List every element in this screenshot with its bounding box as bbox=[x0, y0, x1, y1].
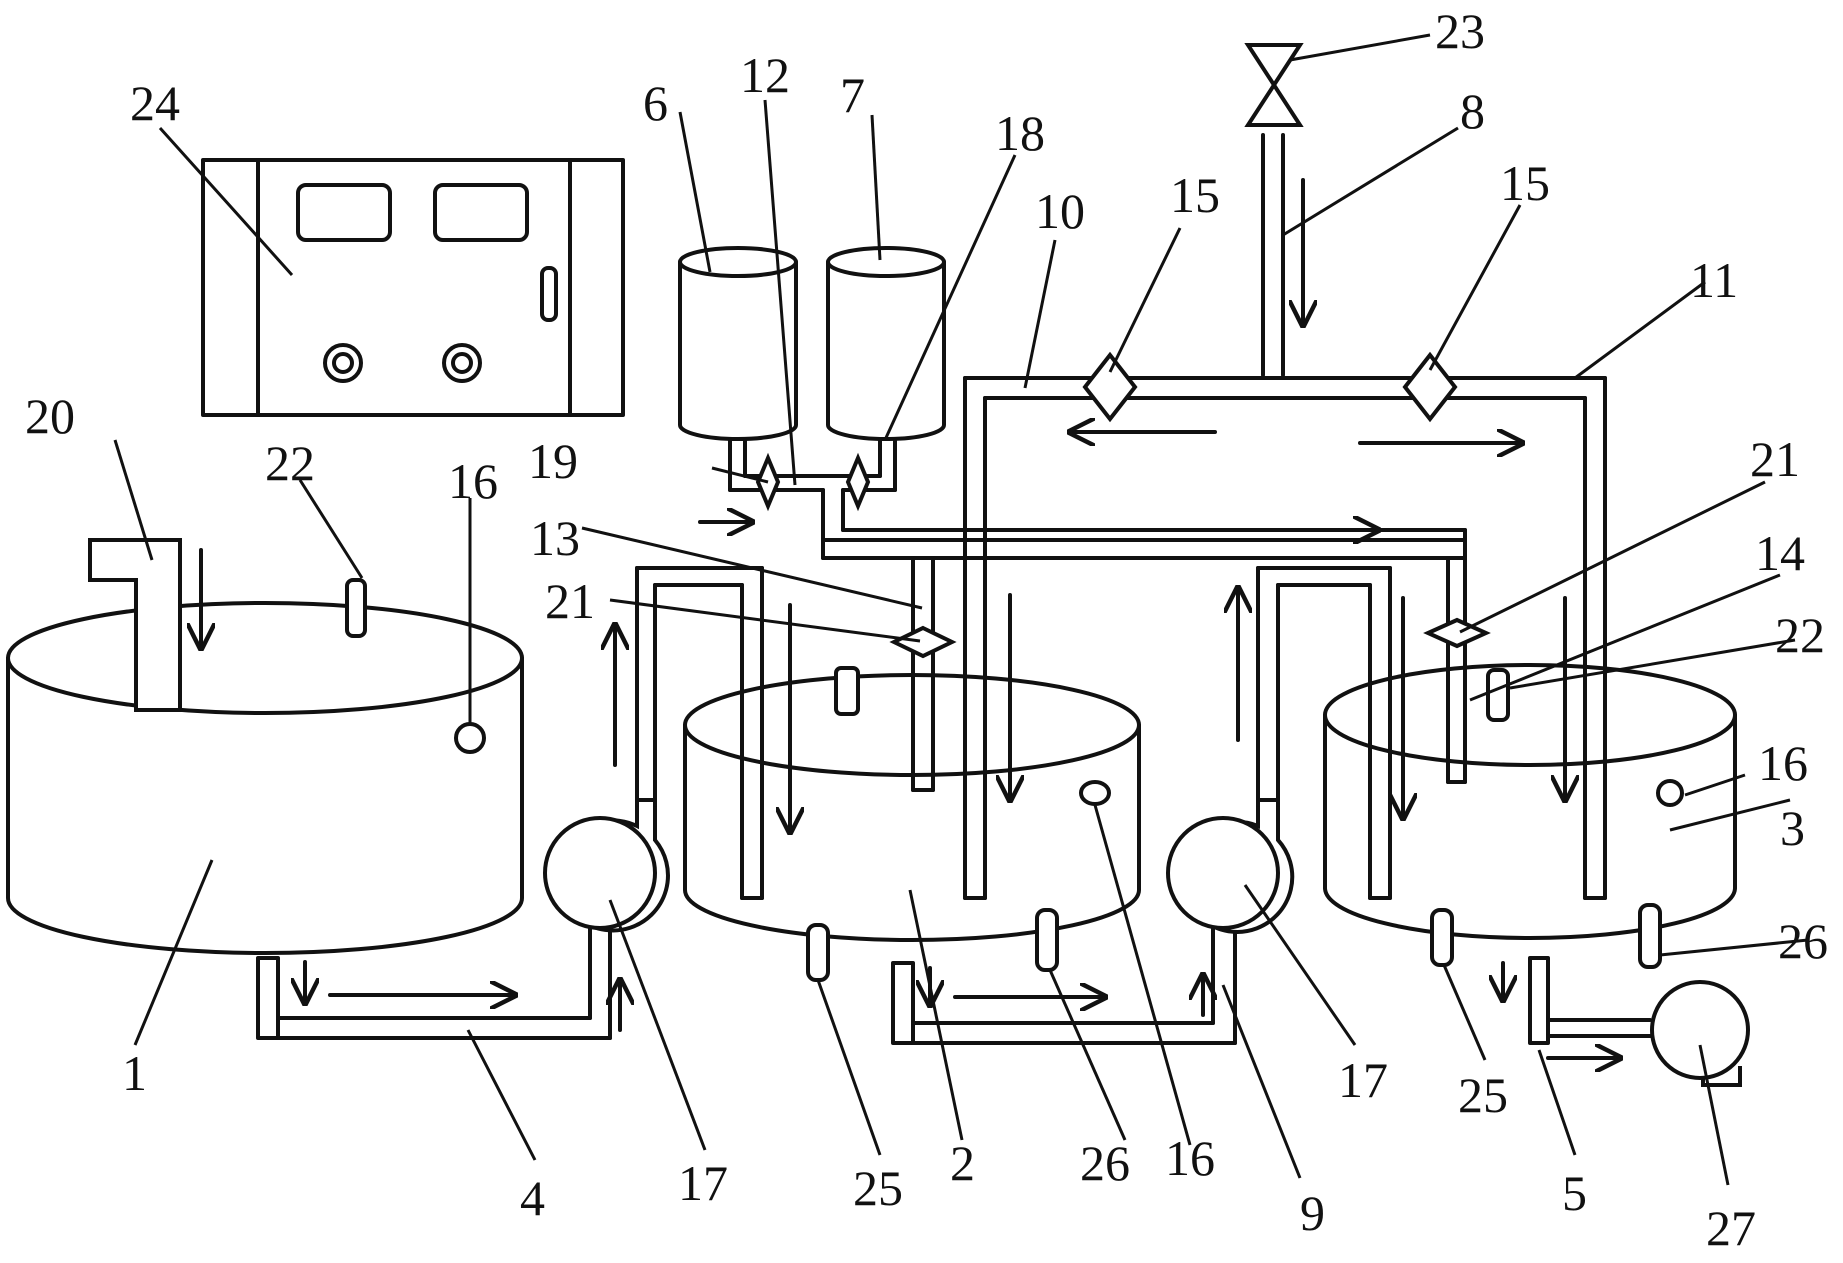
label-24: 24 bbox=[130, 75, 180, 131]
pipe-12 bbox=[728, 438, 897, 542]
label-27: 27 bbox=[1706, 1200, 1756, 1256]
label-14: 14 bbox=[1755, 525, 1805, 581]
label-19: 19 bbox=[528, 433, 578, 489]
reagent-drop-tank-2 bbox=[911, 556, 935, 792]
valve-21-left bbox=[889, 625, 957, 659]
label-16: 16 bbox=[448, 453, 498, 509]
label-23: 23 bbox=[1435, 3, 1485, 59]
label-25: 25 bbox=[1458, 1067, 1508, 1123]
tank-1 bbox=[6, 578, 524, 955]
label-17: 17 bbox=[678, 1155, 728, 1211]
label-26: 26 bbox=[1080, 1135, 1130, 1191]
pipe-5 bbox=[1528, 956, 1652, 1045]
reagent-tank-7 bbox=[826, 246, 946, 441]
label-16: 16 bbox=[1758, 735, 1808, 791]
label-21: 21 bbox=[1750, 431, 1800, 487]
level-sensor bbox=[345, 578, 367, 638]
label-2: 2 bbox=[950, 1135, 975, 1191]
label-26: 26 bbox=[1778, 913, 1828, 969]
label-21: 21 bbox=[545, 573, 595, 629]
indicator-slot bbox=[540, 266, 558, 322]
label-17: 17 bbox=[1338, 1052, 1388, 1108]
display-window-left bbox=[296, 183, 392, 242]
valve-23 bbox=[1244, 43, 1304, 127]
feed-inlet bbox=[88, 538, 182, 712]
control-knob-left bbox=[323, 343, 363, 383]
pipe-4 bbox=[256, 926, 612, 1040]
label-6: 6 bbox=[643, 75, 668, 131]
label-13: 13 bbox=[530, 510, 580, 566]
valve-15-left bbox=[1082, 351, 1138, 423]
leader-lines bbox=[113, 33, 1809, 1186]
label-1: 1 bbox=[122, 1045, 147, 1101]
label-3: 3 bbox=[1780, 800, 1805, 856]
label-22: 22 bbox=[265, 435, 315, 491]
pump-discharge-pipe-left bbox=[635, 566, 764, 900]
label-22: 22 bbox=[1775, 607, 1825, 663]
pump-17-right bbox=[1166, 798, 1295, 934]
pipe-8 bbox=[1261, 133, 1285, 377]
heater-25 bbox=[1430, 908, 1454, 967]
heater-25 bbox=[806, 923, 830, 982]
label-20: 20 bbox=[25, 388, 75, 444]
label-10: 10 bbox=[1035, 183, 1085, 239]
pipe-13 bbox=[821, 528, 1467, 560]
part-labels: 24 20 22 16 1 4 17 25 2 26 16 9 17 25 5 … bbox=[25, 3, 1828, 1256]
pump-17-left bbox=[543, 798, 670, 933]
sight-port bbox=[1079, 780, 1111, 806]
label-9: 9 bbox=[1300, 1185, 1325, 1241]
label-16: 16 bbox=[1165, 1130, 1215, 1186]
pipe-9 bbox=[891, 926, 1237, 1045]
label-12: 12 bbox=[740, 47, 790, 103]
sight-port bbox=[1656, 779, 1684, 807]
pipe-10-11 bbox=[963, 376, 1607, 900]
label-11: 11 bbox=[1690, 252, 1738, 308]
sight-port bbox=[454, 722, 486, 754]
pump-27 bbox=[1650, 980, 1750, 1087]
tank-3 bbox=[1323, 663, 1737, 969]
label-5: 5 bbox=[1562, 1165, 1587, 1221]
label-15: 15 bbox=[1170, 167, 1220, 223]
label-4: 4 bbox=[520, 1170, 545, 1226]
label-15: 15 bbox=[1500, 155, 1550, 211]
level-sensor bbox=[1486, 668, 1510, 722]
reagent-drop-tank-3 bbox=[1446, 556, 1467, 784]
control-knob-right bbox=[442, 343, 482, 383]
level-sensor bbox=[834, 666, 860, 716]
control-cabinet bbox=[201, 158, 625, 417]
heater-26 bbox=[1035, 908, 1059, 972]
valve-18 bbox=[845, 452, 871, 512]
label-7: 7 bbox=[840, 67, 865, 123]
display-window-right bbox=[433, 183, 529, 242]
heater-26 bbox=[1638, 903, 1662, 969]
label-18: 18 bbox=[995, 105, 1045, 161]
pump-discharge-pipe-right bbox=[1256, 566, 1392, 900]
label-25: 25 bbox=[853, 1160, 903, 1216]
label-8: 8 bbox=[1460, 83, 1485, 139]
valve-15-right bbox=[1402, 351, 1458, 423]
